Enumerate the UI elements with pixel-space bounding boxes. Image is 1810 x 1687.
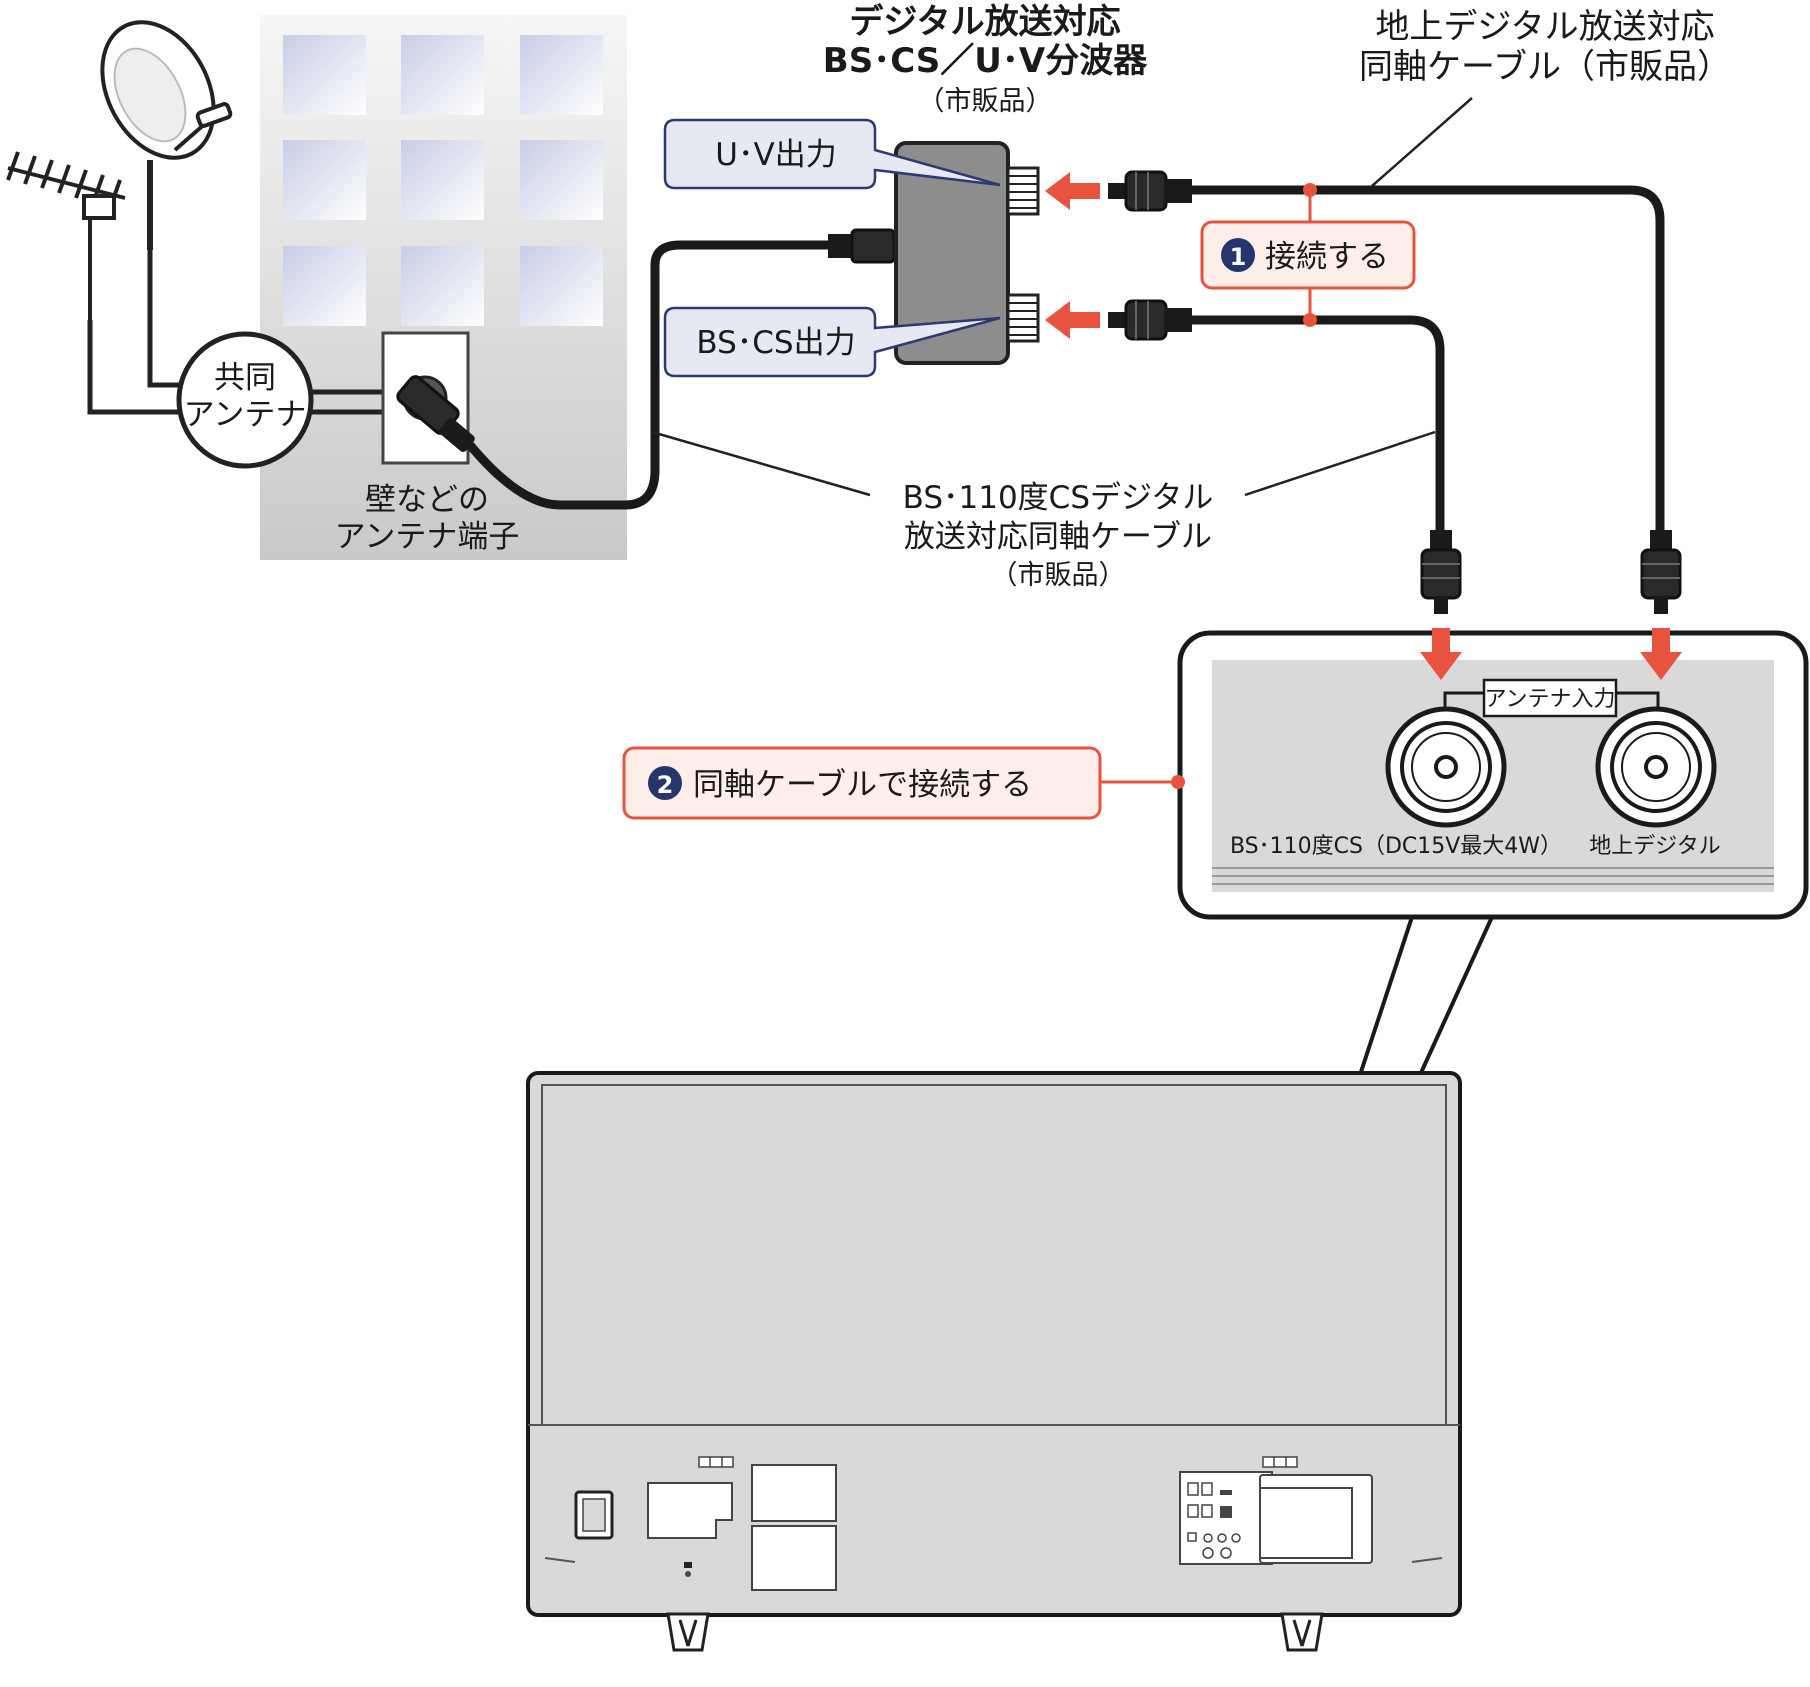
splitter-uv-output-port [1006, 166, 1040, 216]
arrow-down-icon [1640, 628, 1682, 680]
splitter-bscs-output-port [1006, 293, 1040, 343]
terrestrial-cable-label-2: 同軸ケーブル（市販品） [1359, 47, 1731, 87]
shared-antenna-label-2: アンテナ [184, 397, 307, 433]
terrestrial-cable [1190, 185, 1665, 535]
splitter-title-2: BS･CS／U･V分波器 [823, 41, 1148, 81]
bs-cable-label-1: BS･110度CSデジタル [903, 480, 1214, 516]
terrestrial-port [1595, 706, 1717, 828]
bscs-output-callout: BS･CS出力 [663, 306, 1001, 378]
bs-cable-plug-splitter-side [1108, 299, 1192, 341]
arrow-down-icon [1420, 628, 1462, 680]
bs-cable-wall-to-splitter [396, 228, 896, 510]
bs-cs-uv-splitter [894, 141, 1040, 365]
bs-cable-to-tv [1190, 315, 1445, 535]
uv-output-label: U･V出力 [715, 137, 836, 173]
satellite-dish-icon [100, 20, 233, 250]
building-windows [283, 35, 603, 326]
step2-callout: 2 同軸ケーブルで接続する [622, 746, 1185, 820]
step2-number: 2 [657, 771, 674, 799]
terrestrial-cable-label-1: 地上デジタル放送対応 [1375, 7, 1714, 47]
bs-port-label: BS･110度CS（DC15V最大4W） [1230, 834, 1562, 859]
wall-terminal-label-1: 壁などの [365, 482, 489, 518]
step2-text: 同軸ケーブルで接続する [693, 767, 1032, 803]
step1-text: 接続する [1265, 239, 1389, 275]
shared-antenna: 共同 アンテナ [176, 331, 314, 469]
yagi-antenna-icon [6, 151, 126, 320]
building [260, 15, 627, 560]
step1-number: 1 [1230, 243, 1247, 271]
bs-cable-label-2: 放送対応同軸ケーブル [904, 519, 1212, 555]
step1-callout: 1 接続する [1200, 183, 1416, 327]
wall-terminal-label-2: アンテナ端子 [335, 519, 520, 555]
terrestrial-port-label: 地上デジタル [1589, 834, 1721, 859]
shared-antenna-label-1: 共同 [214, 360, 276, 396]
uv-output-callout: U･V出力 [663, 118, 1001, 190]
terrestrial-cable-plug [1108, 170, 1192, 212]
tv-terminal-zoom-panel: アンテナ入力 BS･110度CS（DC15V最大4W） 地上デジタル [1177, 628, 1809, 1517]
arrow-left-icon [1045, 172, 1100, 210]
tv-port-arrows [1420, 628, 1682, 680]
terrestrial-cable-leader-line [1371, 97, 1473, 187]
step1-badge [1221, 238, 1255, 272]
splitter-note: （市販品） [918, 86, 1053, 117]
bscs-output-label: BS･CS出力 [696, 325, 855, 361]
bs-port [1385, 706, 1507, 828]
arrow-left-icon [1045, 301, 1100, 339]
splitter-title-1: デジタル放送対応 [849, 2, 1120, 42]
splitter-input-arrows [1045, 172, 1100, 339]
bs-cable-label-group: BS･110度CSデジタル 放送対応同軸ケーブル （市販品） [651, 430, 1436, 591]
antenna-input-label: アンテナ入力 [1484, 687, 1615, 712]
tv-rear-view [526, 1071, 1462, 1652]
antenna-feed-lines [87, 250, 385, 415]
bs-cable-plug-tv-side [1420, 530, 1462, 614]
tv-stand-feet [666, 1612, 1324, 1652]
lock-slot-icon [684, 1562, 692, 1568]
step2-badge [648, 766, 682, 800]
terrestrial-cable-plug-tv-side [1640, 530, 1682, 614]
bs-cable-note: （市販品） [991, 560, 1126, 591]
